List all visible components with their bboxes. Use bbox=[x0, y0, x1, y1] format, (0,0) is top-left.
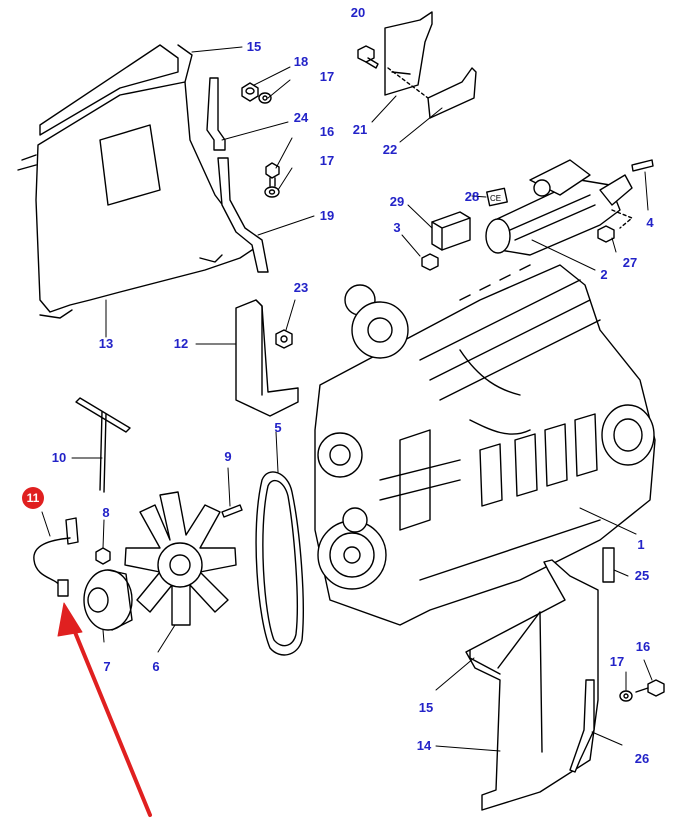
callout-5[interactable]: 5 bbox=[274, 420, 282, 435]
sensor-11-part bbox=[33, 517, 79, 597]
bolt-20-part bbox=[357, 45, 379, 69]
callout-14[interactable]: 14 bbox=[416, 738, 432, 753]
lower-fan-shroud-part bbox=[465, 559, 599, 811]
callout-19[interactable]: 19 bbox=[319, 208, 335, 223]
callout-9[interactable]: 9 bbox=[224, 449, 232, 464]
upper-fan-shroud-part bbox=[17, 44, 256, 319]
svg-text:CE: CE bbox=[490, 194, 501, 203]
shroud-bracket-lower-part bbox=[217, 157, 269, 273]
callout-13[interactable]: 13 bbox=[98, 336, 114, 351]
nut-3-part bbox=[421, 253, 439, 271]
callout-17[interactable]: 17 bbox=[609, 654, 625, 669]
callout-6[interactable]: 6 bbox=[152, 659, 160, 674]
bolt-16-bottom-part bbox=[635, 679, 665, 697]
bracket-12-part bbox=[235, 299, 299, 417]
washer-17-mid-part bbox=[264, 186, 280, 198]
dipstick-10-part bbox=[75, 397, 131, 493]
washer-17-bottom-part bbox=[619, 690, 633, 702]
callout-22[interactable]: 22 bbox=[382, 142, 398, 157]
highlight-arrow bbox=[57, 602, 152, 817]
callout-15[interactable]: 15 bbox=[246, 39, 262, 54]
callout-23[interactable]: 23 bbox=[293, 280, 309, 295]
callout-17[interactable]: 17 bbox=[319, 69, 335, 84]
callout-21[interactable]: 21 bbox=[352, 122, 368, 137]
engine-block-1-part bbox=[314, 264, 656, 626]
callout-17[interactable]: 17 bbox=[319, 153, 335, 168]
washer-17-top-part bbox=[258, 92, 272, 104]
bolt-16-top-part bbox=[265, 162, 280, 187]
stud-4-part bbox=[631, 159, 654, 172]
bracket-26-part bbox=[569, 679, 595, 773]
callout-16[interactable]: 16 bbox=[319, 124, 335, 139]
bolt-9-part bbox=[221, 504, 243, 518]
nut-27-part bbox=[597, 225, 615, 243]
callout-10[interactable]: 10 bbox=[51, 450, 67, 465]
highlighted-part-badge[interactable]: 11 bbox=[22, 487, 44, 509]
nut-8-part bbox=[95, 547, 111, 565]
callout-7[interactable]: 7 bbox=[103, 659, 111, 674]
callout-16[interactable]: 16 bbox=[635, 639, 651, 654]
callout-20[interactable]: 20 bbox=[350, 5, 366, 20]
cooling-fan-6-part bbox=[124, 491, 237, 626]
nut-18-part bbox=[241, 82, 259, 102]
fan-hub-7-part bbox=[83, 569, 133, 631]
belt-5-part bbox=[255, 471, 304, 656]
callout-1[interactable]: 1 bbox=[637, 537, 645, 552]
callout-3[interactable]: 3 bbox=[393, 220, 401, 235]
plate-22-part bbox=[427, 67, 477, 119]
callout-26[interactable]: 26 bbox=[634, 751, 650, 766]
callout-18[interactable]: 18 bbox=[293, 54, 309, 69]
callout-4[interactable]: 4 bbox=[646, 215, 654, 230]
relay-29-part bbox=[431, 211, 471, 251]
callout-2[interactable]: 2 bbox=[600, 267, 608, 282]
bracket-21-part bbox=[384, 11, 433, 96]
callout-29[interactable]: 29 bbox=[389, 194, 405, 209]
label-28-part: CE bbox=[486, 187, 508, 207]
callout-15[interactable]: 15 bbox=[418, 700, 434, 715]
callout-12[interactable]: 12 bbox=[173, 336, 189, 351]
callout-27[interactable]: 27 bbox=[622, 255, 638, 270]
callout-28[interactable]: 28 bbox=[464, 189, 480, 204]
leader-lines bbox=[41, 46, 653, 752]
callout-24[interactable]: 24 bbox=[293, 110, 309, 125]
callout-25[interactable]: 25 bbox=[634, 568, 650, 583]
callout-8[interactable]: 8 bbox=[102, 505, 110, 520]
nut-23-part bbox=[275, 329, 293, 349]
spacer-25-part bbox=[602, 547, 615, 583]
shroud-bracket-upper-part bbox=[206, 77, 226, 151]
starter-motor-part bbox=[485, 159, 633, 256]
